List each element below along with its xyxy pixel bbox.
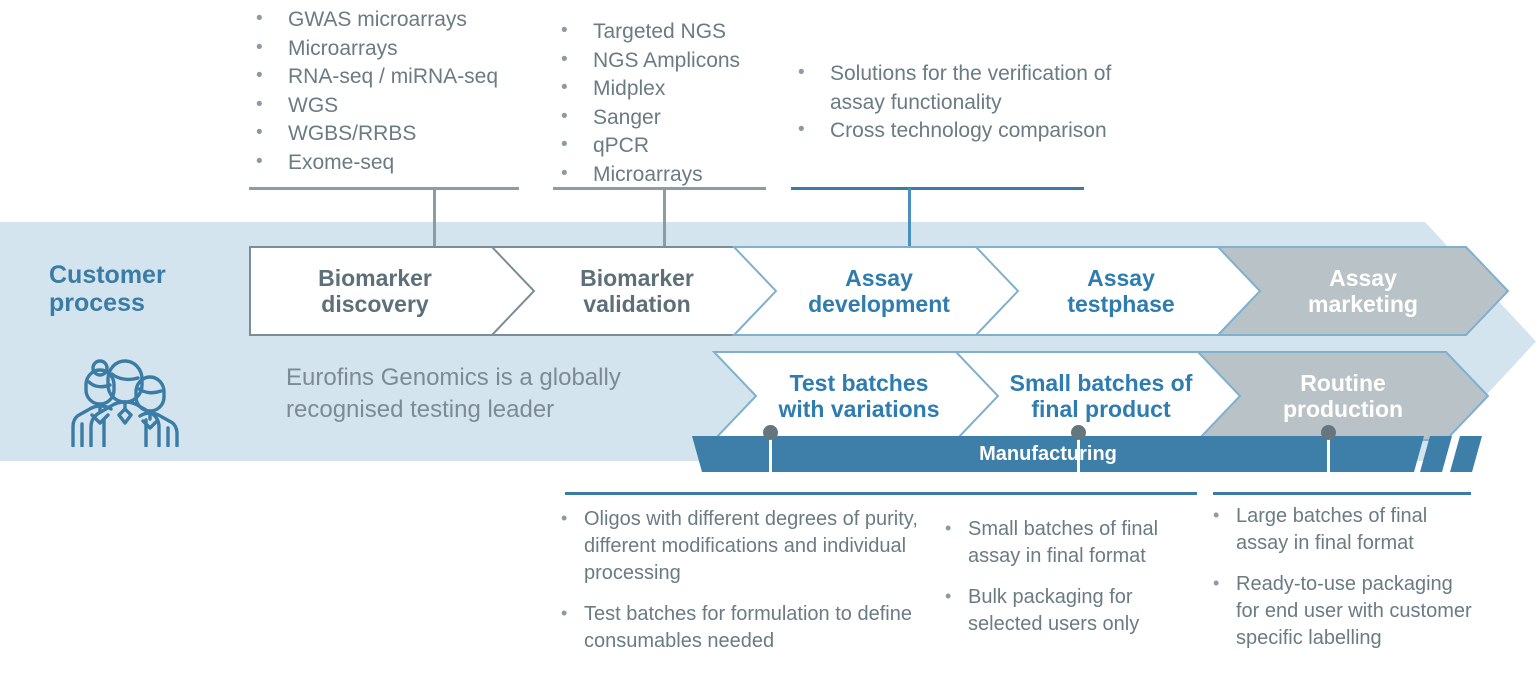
list-item: Solutions for the verification of assay …	[790, 59, 1125, 117]
tagline: Eurofins Genomics is a globally recognis…	[286, 362, 686, 426]
step-label-line1: Biomarker	[318, 265, 432, 291]
step-label-line2: development	[808, 291, 950, 317]
step-label-line1: Assay	[845, 265, 913, 291]
step-label-line2: discovery	[321, 291, 429, 317]
step-label-line1: Assay	[1087, 265, 1155, 291]
validation-callout-rule	[553, 187, 766, 190]
list-item: Sanger	[553, 103, 768, 133]
process-step-biomarker-validation[interactable]: Biomarker validation	[489, 246, 784, 336]
list-item: Small batches of final assay in final fo…	[940, 515, 1195, 570]
connector-stem-validation	[663, 188, 666, 258]
list-item: GWAS microarrays	[248, 5, 520, 35]
tagline-line1: Eurofins Genomics is a globally	[286, 364, 621, 391]
discovery-callout-rule	[249, 187, 519, 190]
connector-stem-small-batches	[1077, 432, 1080, 494]
manufacturing-step-routine-production[interactable]: Routine production	[1195, 351, 1490, 441]
step-label-line2: production	[1282, 396, 1404, 422]
connector-stem-discovery	[433, 188, 436, 258]
list-item: Exome-seq	[248, 148, 520, 178]
list-item: Targeted NGS	[553, 17, 768, 47]
discovery-callout: GWAS microarrays Microarrays RNA-seq / m…	[248, 5, 520, 178]
process-step-assay-marketing[interactable]: Assay marketing	[1215, 246, 1510, 336]
three-people-icon	[48, 352, 198, 448]
page-title: Customer process	[49, 261, 166, 317]
test-batches-callout: Oligos with different degrees of purity,…	[556, 505, 946, 669]
routine-production-callout: Large batches of final assay in final fo…	[1208, 502, 1476, 666]
process-step-assay-testphase[interactable]: Assay testphase	[973, 246, 1268, 336]
list-item: Cross technology comparison	[790, 116, 1125, 146]
connector-stem-routine-production	[1327, 432, 1330, 494]
step-label-line2: marketing	[1308, 291, 1418, 317]
list-item: Microarrays	[248, 34, 520, 64]
list-item: Microarrays	[553, 160, 768, 190]
list-item: Ready-to-use packaging for end user with…	[1208, 570, 1476, 652]
step-label-line2: validation	[583, 291, 691, 317]
manufacturing-banner-label: Manufacturing	[979, 442, 1117, 465]
connector-dot-routine-production	[1321, 425, 1336, 440]
list-item: Large batches of final assay in final fo…	[1208, 502, 1476, 557]
tagline-line2: recognised testing leader	[286, 396, 555, 423]
step-label-line1: Small batches of	[1009, 370, 1193, 396]
list-item: Test batches for formulation to define c…	[556, 600, 946, 655]
list-item: WGBS/RRBS	[248, 119, 520, 149]
development-callout-rule	[791, 187, 1084, 190]
process-step-assay-development[interactable]: Assay development	[731, 246, 1026, 336]
connector-stem-development	[908, 188, 911, 258]
step-label-line1: Test batches	[789, 370, 929, 396]
connector-stem-test-batches	[769, 432, 772, 494]
small-batches-callout-rule	[945, 492, 1197, 495]
connector-dot-small-batches	[1071, 425, 1086, 440]
list-item: Oligos with different degrees of purity,…	[556, 505, 946, 587]
list-item: RNA-seq / miRNA-seq	[248, 62, 520, 92]
list-item: qPCR	[553, 131, 768, 161]
step-label-line1: Routine	[1300, 370, 1386, 396]
test-batches-callout-rule	[565, 492, 945, 495]
list-item: WGS	[248, 91, 520, 121]
manufacturing-step-test-batches[interactable]: Test batches with variations	[711, 351, 1006, 441]
routine-production-callout-rule	[1213, 492, 1471, 495]
step-label-line2: final product	[1031, 396, 1171, 422]
list-item: Bulk packaging for selected users only	[940, 583, 1195, 638]
manufacturing-banner: Manufacturing	[692, 436, 1492, 472]
customer-process-line2: process	[49, 289, 145, 317]
customer-process-line1: Customer	[49, 261, 166, 289]
connector-dot-test-batches	[763, 425, 778, 440]
step-label-line1: Assay	[1329, 265, 1397, 291]
list-item: NGS Amplicons	[553, 46, 768, 76]
step-label-line1: Biomarker	[580, 265, 694, 291]
list-item: Midplex	[553, 74, 768, 104]
validation-callout: Targeted NGS NGS Amplicons Midplex Sange…	[553, 17, 768, 190]
step-label-line2: with variations	[778, 396, 940, 422]
manufacturing-step-small-batches[interactable]: Small batches of final product	[953, 351, 1248, 441]
small-batches-callout: Small batches of final assay in final fo…	[940, 515, 1195, 652]
step-label-line2: testphase	[1067, 291, 1175, 317]
development-callout: Solutions for the verification of assay …	[790, 59, 1125, 146]
